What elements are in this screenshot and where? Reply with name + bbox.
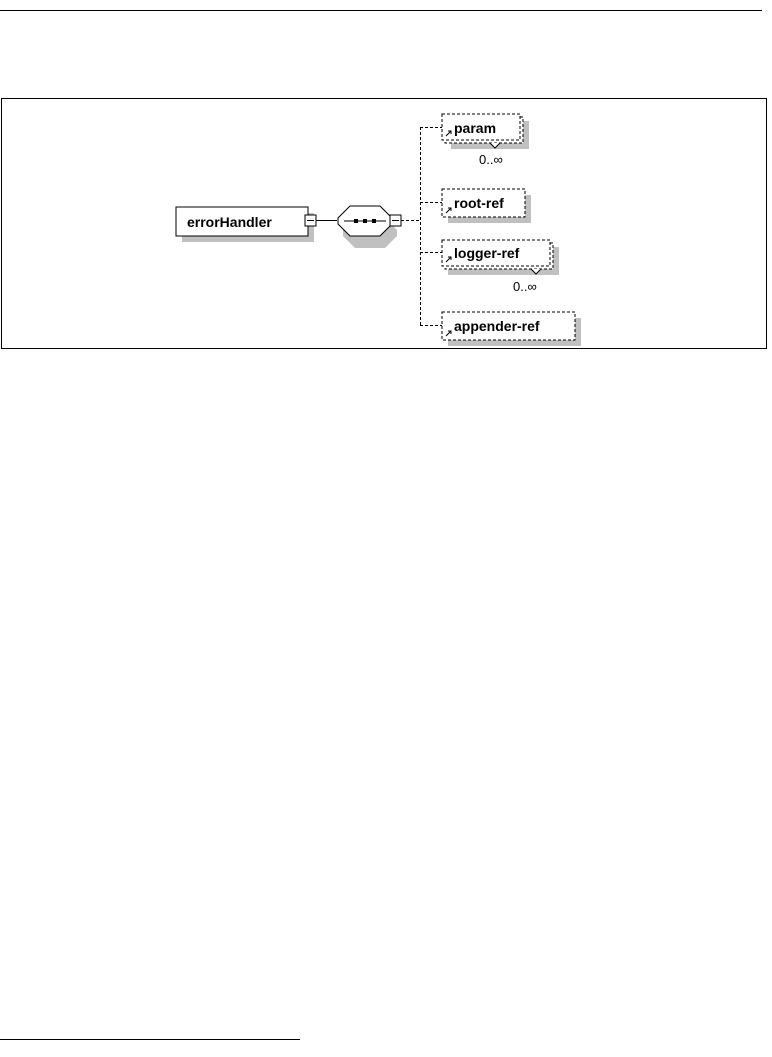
root-element-errorHandler[interactable]: errorHandler	[175, 206, 314, 242]
header-rule	[0, 10, 762, 11]
footnote-rule	[0, 1039, 300, 1040]
reference-arrow-icon	[445, 130, 452, 137]
sequence-dot-icon	[372, 219, 376, 223]
reference-arrow-icon	[445, 207, 452, 214]
schema-diagram-frame: errorHandler	[1, 98, 767, 349]
child-box	[441, 239, 551, 267]
root-element-box	[175, 206, 309, 237]
child-box	[441, 113, 521, 141]
root-collapse-toggle[interactable]	[304, 214, 317, 227]
sequence-compositor[interactable]	[337, 205, 397, 248]
child-label: root-ref	[454, 195, 504, 211]
child-connectors	[401, 127, 442, 326]
child-cardinality: 0..∞	[513, 279, 537, 294]
child-element-logger-ref[interactable]: logger-ref 0..∞	[441, 239, 559, 294]
child-element-root-ref[interactable]: root-ref	[441, 188, 531, 223]
child-box	[441, 188, 526, 218]
schema-diagram: errorHandler	[175, 113, 581, 346]
multiplicity-chevron-icon	[489, 142, 501, 149]
child-label: param	[454, 120, 496, 136]
reference-arrow-icon	[445, 256, 452, 263]
child-box	[441, 311, 576, 341]
multiplicity-chevron-icon	[530, 268, 542, 275]
child-cardinality: 0..∞	[479, 152, 503, 167]
root-element-label: errorHandler	[187, 214, 272, 230]
sequence-dot-icon	[354, 219, 358, 223]
child-label: appender-ref	[454, 318, 540, 334]
reference-arrow-icon	[445, 330, 452, 337]
sequence-collapse-toggle[interactable]	[389, 214, 402, 227]
sequence-dot-icon	[363, 219, 367, 223]
child-element-appender-ref[interactable]: appender-ref	[441, 311, 581, 346]
child-element-param[interactable]: param 0..∞	[441, 113, 529, 167]
child-label: logger-ref	[454, 245, 520, 261]
